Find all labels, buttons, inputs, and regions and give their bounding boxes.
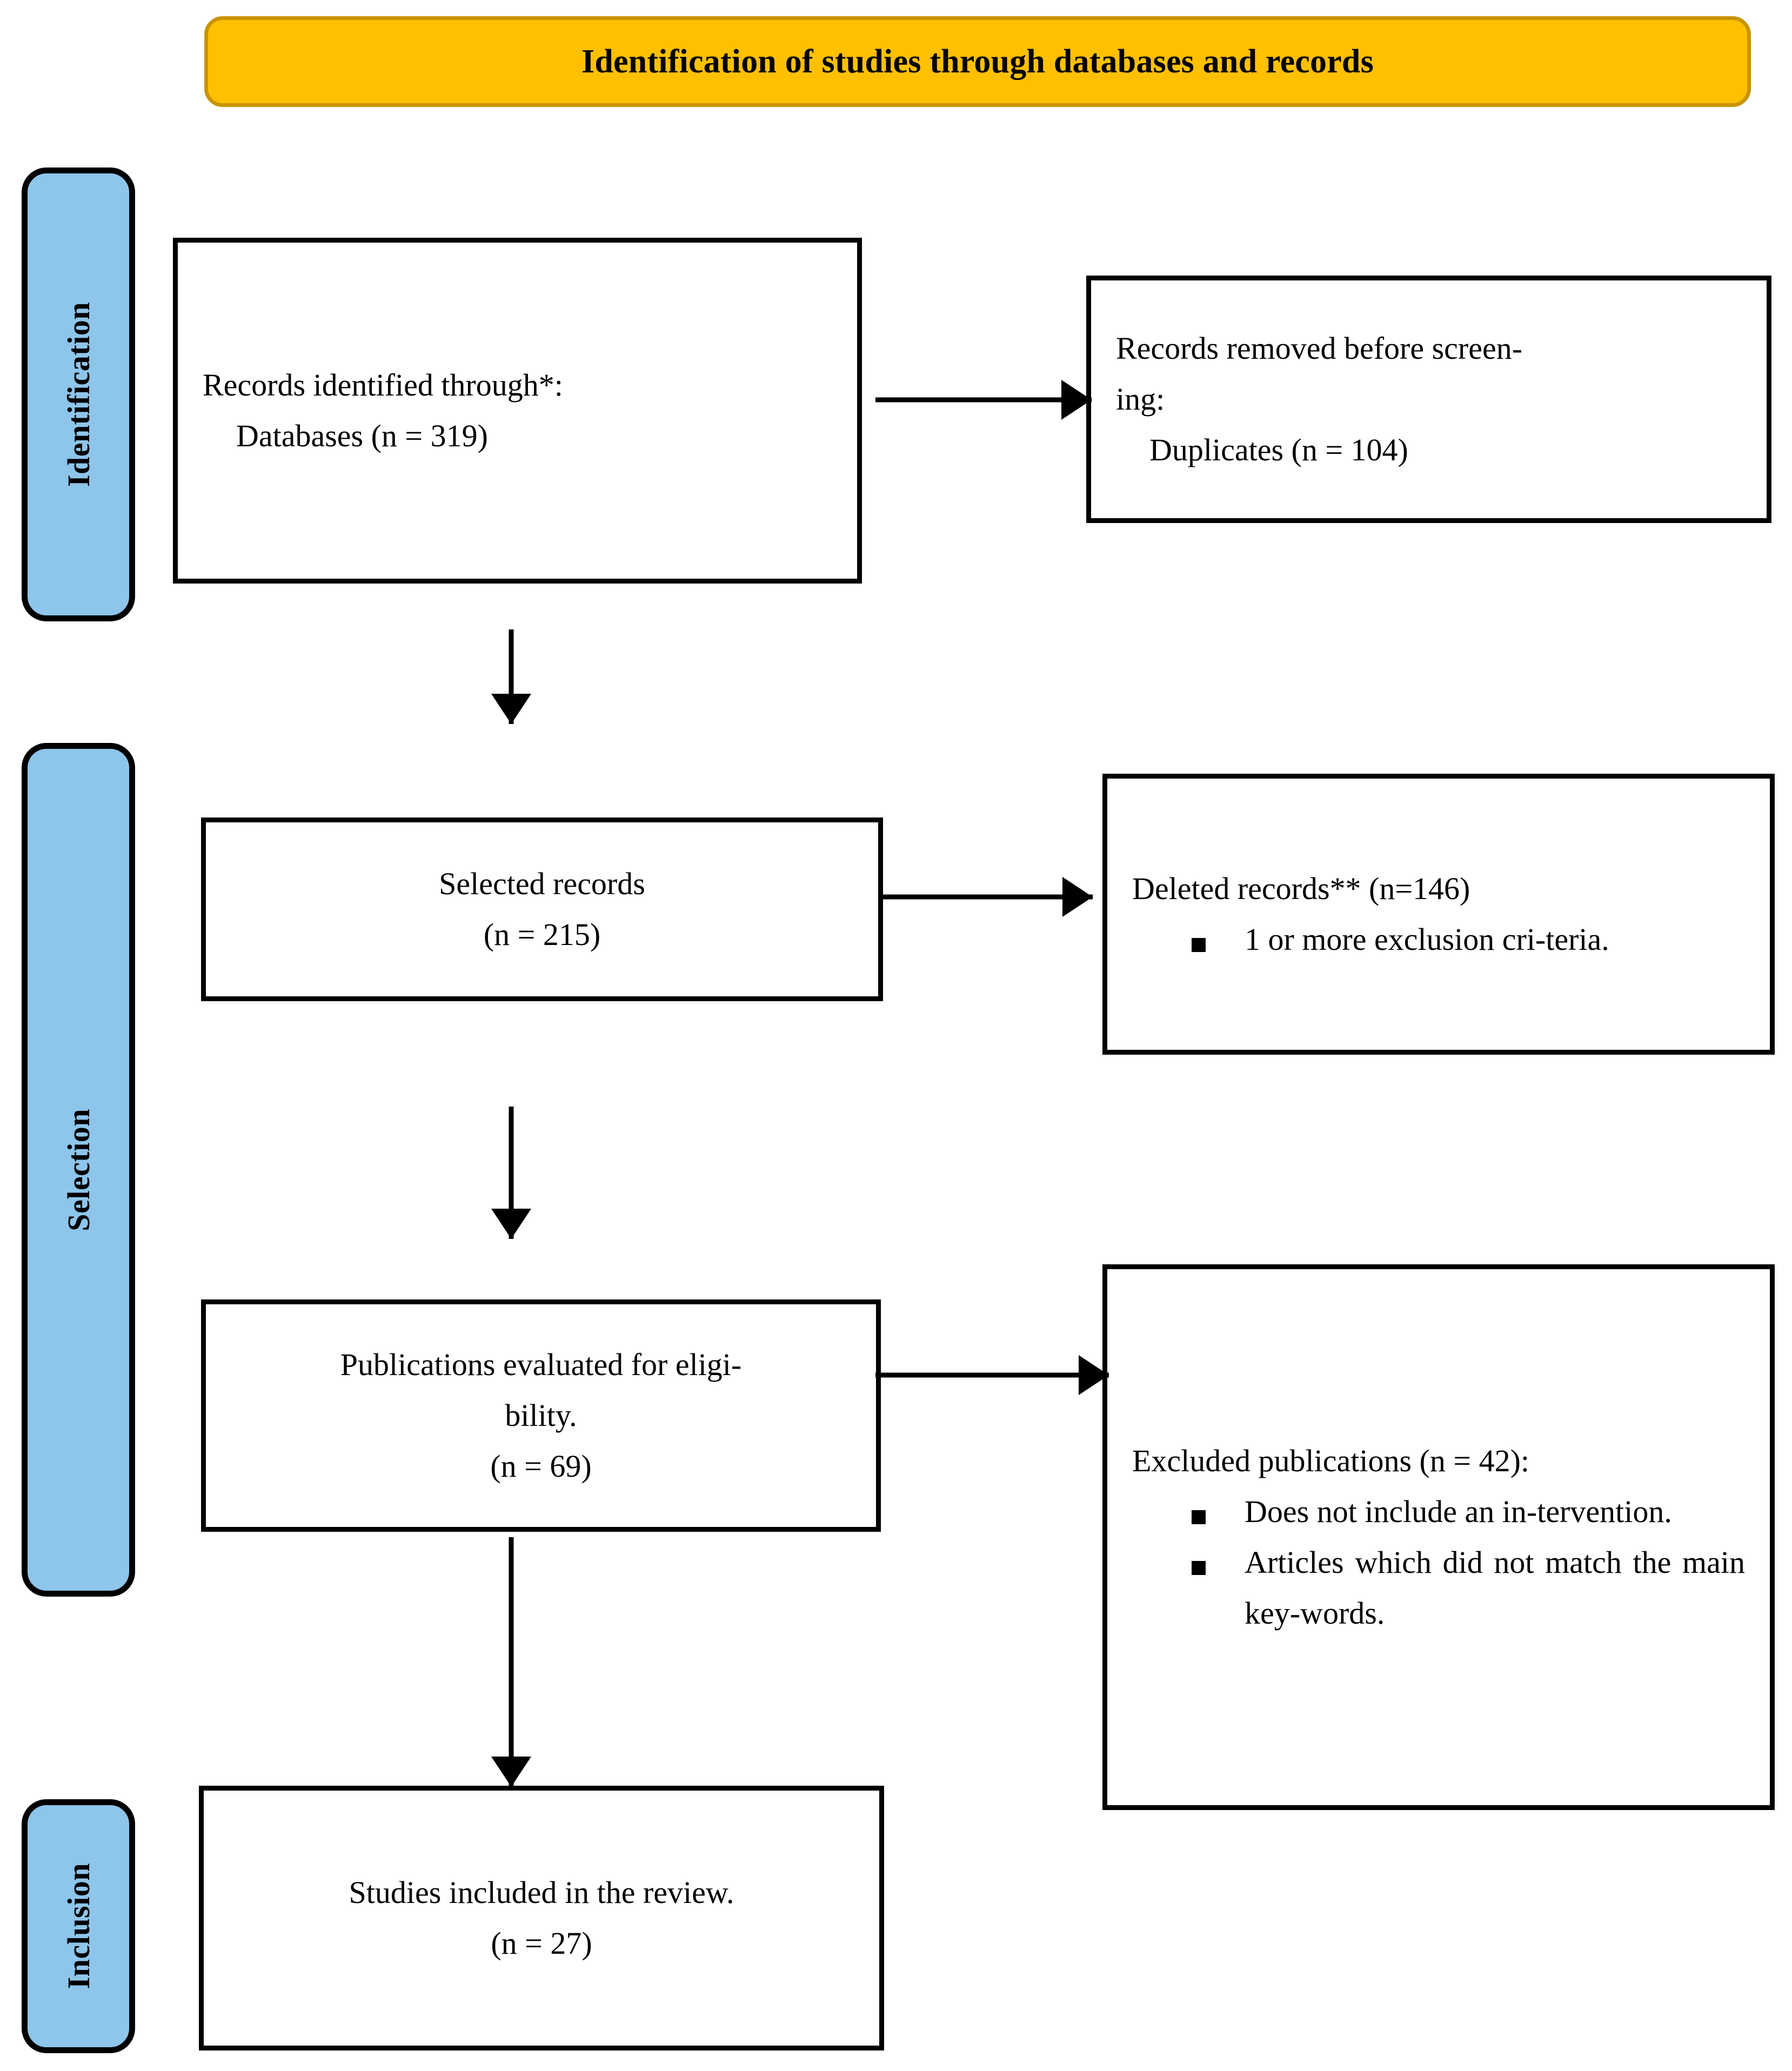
excluded-publications-bullet-item: Does not include an in-tervention. [1132,1486,1745,1537]
publications-evaluated-line3: (n = 69) [490,1448,592,1484]
records-identified-line1: Records identified through*: [203,367,563,403]
records-removed-line2: ing: [1116,381,1165,417]
arrow-selected-to-evaluated [490,1107,533,1239]
publications-evaluated-line2: bility. [505,1398,577,1433]
selected-records-line2: (n = 215) [483,917,601,952]
studies-included-line1: Studies included in the review. [349,1875,734,1911]
stage-pill-identification: Identification [22,167,135,621]
box-studies-included: Studies included in the review. (n = 27) [199,1786,884,2050]
excluded-publications-bullet-text-1: Does not include an in-tervention. [1245,1494,1672,1530]
arrow-head-right-icon [1062,877,1093,917]
arrow-selected-to-deleted [881,875,1093,919]
excluded-publications-bullet-item: Articles which did not match the main ke… [1132,1537,1745,1639]
arrow-identified-to-removed [875,378,1092,421]
studies-included-line2: (n = 27) [491,1926,592,1961]
square-bullet-icon [1192,1510,1206,1525]
arrow-evaluated-to-excluded [875,1353,1109,1397]
arrow-head-down-icon [491,1209,531,1239]
deleted-records-heading: Deleted records** (n=146) [1132,871,1470,907]
stage-pill-inclusion: Inclusion [22,1799,135,2053]
records-removed-line3: Duplicates (n = 104) [1149,432,1408,467]
stage-label-inclusion: Inclusion [61,1863,96,1989]
arrow-head-down-icon [491,694,531,724]
box-publications-evaluated: Publications evaluated for eligi- bility… [201,1299,881,1532]
records-removed-line1: Records removed before screen- [1116,331,1523,366]
publications-evaluated-line1: Publications evaluated for eligi- [340,1347,742,1383]
square-bullet-icon [1192,938,1206,952]
arrow-head-right-icon [1079,1355,1109,1395]
stage-label-selection: Selection [61,1108,96,1231]
diagram-header-banner: Identification of studies through databa… [204,16,1751,107]
arrow-evaluated-to-included [490,1537,533,1787]
records-identified-line2: Databases (n = 319) [236,418,488,453]
arrow-head-right-icon [1061,380,1092,420]
box-records-identified: Records identified through*: Databases (… [173,238,862,584]
arrow-head-down-icon [491,1757,531,1787]
stage-pill-selection: Selection [22,743,135,1597]
arrow-shaft [875,1372,1109,1378]
arrow-identified-to-selected [490,629,533,724]
stage-label-identification: Identification [61,301,96,487]
diagram-title: Identification of studies through databa… [581,43,1374,80]
box-deleted-records: Deleted records** (n=146) 1 or more excl… [1102,774,1775,1055]
deleted-records-bullet-text: 1 or more exclusion cri-teria. [1245,922,1609,957]
arrow-shaft [509,1537,514,1787]
box-selected-records: Selected records (n = 215) [201,817,883,1001]
arrow-shaft [509,1107,514,1239]
arrow-shaft [881,894,1093,900]
arrow-shaft [875,397,1092,403]
selected-records-line1: Selected records [439,866,645,902]
box-excluded-publications: Excluded publications (n = 42): Does not… [1102,1264,1775,1810]
deleted-records-bullet-item: 1 or more exclusion cri-teria. [1132,914,1745,965]
excluded-publications-heading: Excluded publications (n = 42): [1132,1443,1529,1479]
square-bullet-icon [1192,1561,1206,1575]
box-records-removed: Records removed before screen- ing: Dupl… [1086,276,1771,523]
excluded-publications-bullet-text-2: Articles which did not match the main ke… [1245,1545,1745,1631]
arrow-shaft [509,629,514,724]
